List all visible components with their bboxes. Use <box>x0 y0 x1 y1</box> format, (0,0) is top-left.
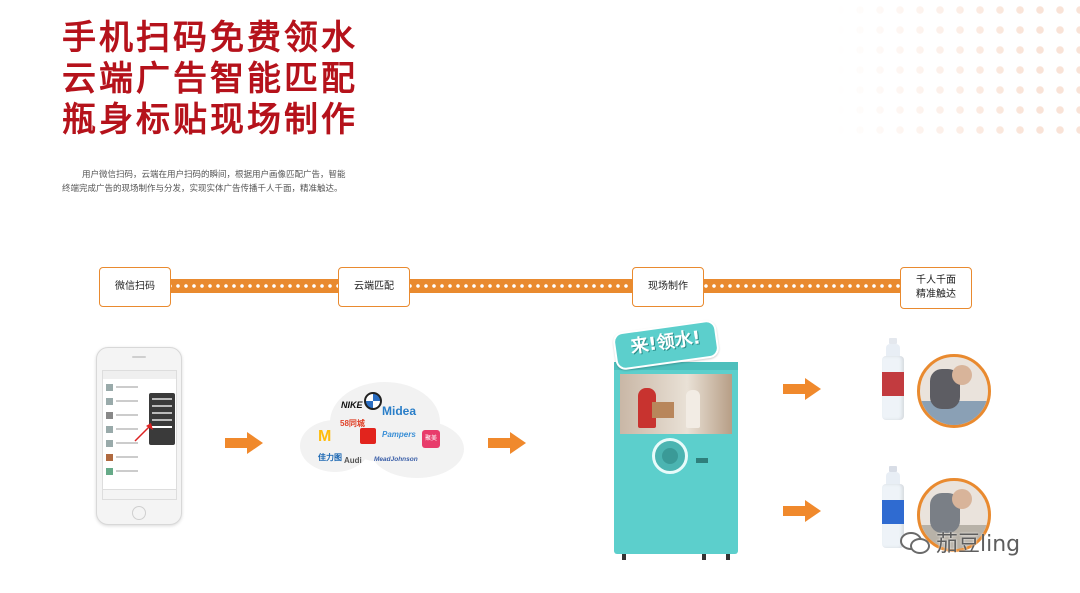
brand-meadjohnson: MeadJohnson <box>374 456 418 463</box>
process-timeline <box>100 279 970 293</box>
chat-row <box>106 467 146 477</box>
description: 用户微信扫码，云端在用户扫码的瞬间，根据用户画像匹配广告，智能 终端完成广告的现… <box>62 168 382 196</box>
phone-speaker <box>132 356 146 358</box>
brand-nike: NIKE <box>341 400 363 410</box>
brand-midea: Midea <box>382 404 417 418</box>
step-label-line-1: 千人千面 <box>916 275 956 286</box>
flow-arrow-icon <box>783 500 823 522</box>
phone-home-button <box>132 506 146 520</box>
chat-row <box>106 425 146 435</box>
chat-row <box>106 439 146 449</box>
machine-screen <box>620 374 732 434</box>
chat-row <box>106 397 146 407</box>
pointer-arrow-icon <box>134 423 153 442</box>
chat-row <box>106 411 146 421</box>
watermark: 茄豆ling <box>900 527 1020 557</box>
headline-line-1: 手机扫码免费领水 <box>62 18 358 58</box>
wechat-icon <box>900 530 930 554</box>
step-onsite-production: 现场制作 <box>632 267 704 307</box>
watermark-text: 茄豆ling <box>936 532 1021 557</box>
vending-machine <box>614 362 738 560</box>
brand-58: 58同城 <box>340 419 365 428</box>
step-label: 微信扫码 <box>115 281 155 292</box>
description-line-2: 终端完成广告的现场制作与分发，实现实体广告传播千人千面，精准触达。 <box>62 184 343 194</box>
brand-gibbon: 佳力图 <box>318 453 342 462</box>
flow-arrow-icon <box>225 432 265 454</box>
step-cloud-match: 云端匹配 <box>338 267 410 307</box>
wechat-menu-popup <box>149 393 175 445</box>
flow-arrow-icon <box>783 378 823 400</box>
headline-line-2: 云端广告智能匹配 <box>62 59 358 99</box>
brand-audi: Audi <box>344 456 362 465</box>
step-label-line-2: 精准触达 <box>916 289 956 300</box>
timeline-dots <box>110 284 960 288</box>
step-label: 现场制作 <box>648 281 688 292</box>
step-precise-reach: 千人千面 精准触达 <box>900 267 972 309</box>
description-line-1: 用户微信扫码，云端在用户扫码的瞬间，根据用户画像匹配广告，智能 <box>82 170 346 180</box>
output-slot <box>696 458 708 463</box>
chat-row <box>106 383 146 393</box>
consumer-photo-2 <box>917 478 991 552</box>
consumer-photo-1 <box>917 354 991 428</box>
chat-row <box>106 453 146 463</box>
mcdonalds-logo-icon: M <box>318 428 332 445</box>
flow-arrow-icon <box>488 432 528 454</box>
phone-status-bar <box>103 371 176 379</box>
brand-jumei: 聚美 <box>422 430 440 448</box>
machine-top <box>614 362 738 370</box>
bottle-blue-label <box>882 466 904 548</box>
huawei-logo-icon <box>360 428 376 444</box>
decorative-dot-pattern <box>810 0 1080 140</box>
scan-dial-icon <box>652 438 688 474</box>
step-label: 云端匹配 <box>354 281 394 292</box>
phone-illustration <box>96 347 182 525</box>
headline-line-3: 瓶身标贴现场制作 <box>62 100 358 140</box>
bottle-nike-label <box>882 338 904 420</box>
brand-pampers: Pampers <box>382 430 416 439</box>
step-wechat-scan: 微信扫码 <box>99 267 171 307</box>
phone-tab-bar <box>103 489 176 499</box>
bmw-logo-icon <box>364 392 382 410</box>
phone-screen <box>102 370 177 500</box>
